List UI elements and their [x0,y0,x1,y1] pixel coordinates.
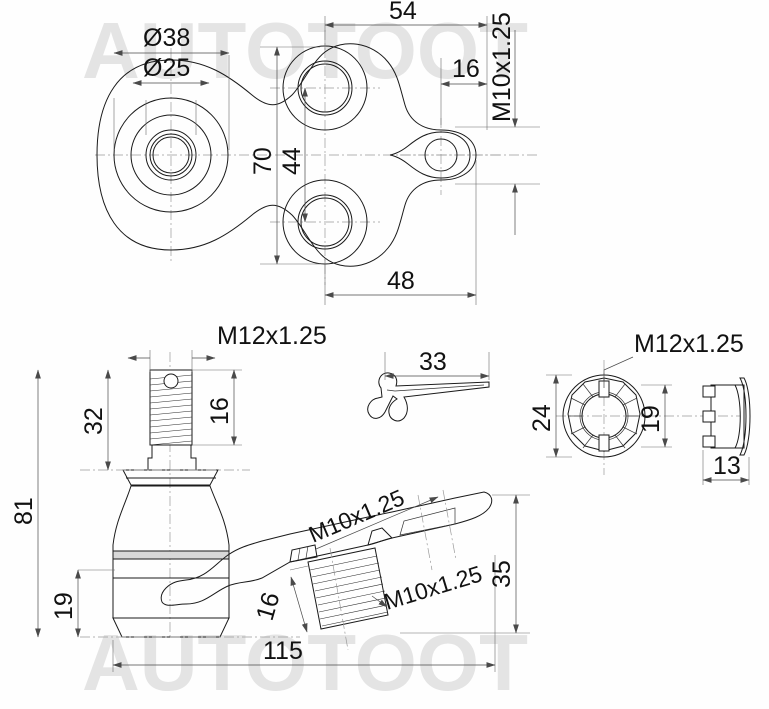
nut-side-view [703,378,750,455]
arm-lower-threaded-boss [308,548,388,629]
left-boss-outer-circle [114,98,228,212]
upper-hole-ring-inner [301,64,349,112]
dimension-label-d38: Ø38 [143,24,190,52]
dimline-m10-arm-low [371,595,388,608]
dimension-label-d25: Ø25 [143,54,190,82]
boot-seal-band [112,550,230,560]
left-boss-mid-circle [131,115,211,195]
dimension-label-24: 24 [528,404,556,432]
nut-slot-bottom [599,435,609,451]
dimension-label-19-base: 19 [50,592,78,620]
centerline-arm-right-2 [442,489,457,561]
lower-hole-ring-outer [298,195,352,249]
centerline-arm-right-1 [417,494,433,571]
nut-side-body [711,385,744,448]
upper-hole-ring-outer [298,61,352,115]
cotter-pin-outline [368,373,489,421]
dust-boot [113,486,229,555]
bore-circle-outer [146,130,196,180]
bore-circle-innermost [153,137,189,173]
dimension-label-70: 70 [249,147,277,175]
dimension-label-16-top: 16 [452,55,480,83]
dimension-label-32: 32 [80,407,108,435]
dimension-label-16-stud: 16 [206,397,234,425]
arm-body-outline [161,492,492,605]
dimension-label-81: 81 [10,497,38,525]
view-bracket-top: Ø38 Ø25 54 16 M10x1.25 70 [95,0,540,305]
arm-upper-boss-line1 [297,547,301,561]
arm-upper-boss [290,545,317,562]
dimension-label-48: 48 [387,267,415,295]
nut-side-curve [735,385,740,448]
arm-upper-face-panel [399,507,456,536]
dimension-label-115: 115 [263,637,303,665]
nut-side-slot-2 [703,411,715,422]
arm-upper-boss-line2 [305,545,309,559]
lower-hole-ring-inner [301,198,349,246]
dimension-label-33: 33 [419,348,447,376]
cotter-pin-inner-line [386,384,485,392]
view-balljoint-side: M12x1.25 32 16 81 19 115 [10,322,496,672]
right-lobe-inner-outline [390,132,470,178]
watermark-bottom: AUTOTOOT [82,618,528,707]
view-castle-nut: M12x1.25 24 19 13 [528,330,750,485]
nut-side-slot-1 [703,386,715,397]
view-cotter-pin: 33 [368,348,490,421]
arm-mid-transition [368,528,392,545]
bore-circle-inner [150,134,192,176]
dimline-16-arm [290,576,308,633]
dimension-label-54: 54 [389,0,417,25]
dimension-label-m10-top: M10x1.25 [488,12,516,122]
seat-flange [123,470,218,485]
dimension-label-m12-nut: M12x1.25 [634,330,744,358]
stud-shank [148,445,196,470]
centerline-arm-lower-boss [329,547,349,651]
dimline-m10-arm-top [315,496,439,550]
dimension-label-m10-arm-low: M10x1.25 [381,560,485,614]
leader-m12-nut [603,356,634,388]
dimension-label-m12-stud: M12x1.25 [217,322,327,350]
dimension-label-44: 44 [278,147,306,175]
bracket-outline [97,44,476,267]
dimension-label-13: 13 [713,452,741,480]
nut-side-flange [740,378,750,455]
stud-cotter-hole [164,374,178,388]
dimension-label-19-nut: 19 [637,405,665,433]
right-lobe-hole [425,139,457,171]
housing-body [113,559,229,618]
nut-side-slot-3 [703,436,715,447]
ext-16arm-a [289,565,309,571]
dimension-label-35: 35 [488,560,516,588]
